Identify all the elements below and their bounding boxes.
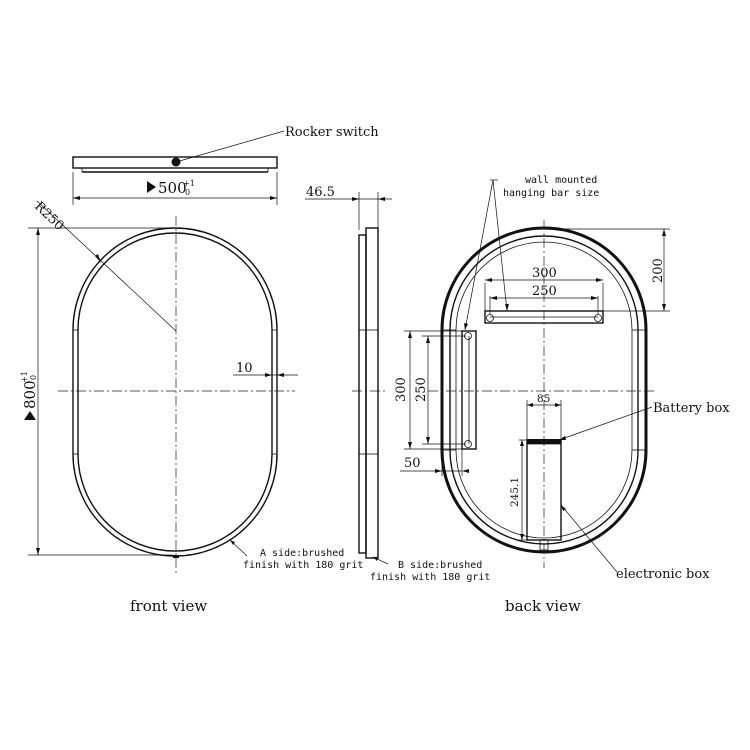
a-side-line1: A side:brushed xyxy=(260,548,344,559)
width-dimension: 500 +1 0 xyxy=(72,172,278,205)
bar-250-v: 250 xyxy=(414,377,429,402)
b-side-line2: finish with 180 grit xyxy=(370,572,490,583)
rocker-switch-leader xyxy=(175,130,285,163)
depth-value: 46.5 xyxy=(306,185,335,200)
vertical-hanging-bar xyxy=(461,330,477,450)
height-triangle-icon xyxy=(24,411,36,420)
electronic-box-label: electronic box xyxy=(616,567,710,582)
box-width: 85 xyxy=(537,393,550,405)
a-side-line2: finish with 180 grit xyxy=(243,560,363,571)
b-side-line1: B side:brushed xyxy=(398,560,482,571)
battery-box xyxy=(527,439,561,444)
rocker-switch-label: Rocker switch xyxy=(285,125,379,140)
bar-250-h: 250 xyxy=(532,284,557,299)
top-view-frame xyxy=(72,156,278,169)
front-view-label: front view xyxy=(130,597,207,615)
radius-label: R250 xyxy=(31,199,66,234)
front-outer-frame xyxy=(72,227,278,557)
side-offset: 50 xyxy=(404,456,421,471)
side-view: 46.5 B side:brushed finish with 180 grit xyxy=(305,185,490,583)
bar-300-h: 300 xyxy=(532,266,557,281)
wall-mounted-line2: hanging bar size xyxy=(503,188,599,199)
front-view: R250 10 A side:brushed finish with 180 g… xyxy=(31,199,363,575)
top-view: Rocker switch xyxy=(72,125,379,173)
wall-mounted-line1: wall mounted xyxy=(525,175,597,186)
box-height: 245.1 xyxy=(509,477,521,507)
width-tol-lower: 0 xyxy=(185,188,190,197)
height-dimension: 800 +1 0 xyxy=(20,227,173,556)
width-tol-upper: +1 xyxy=(183,179,195,188)
back-view-label: back view xyxy=(505,597,581,615)
height-tol-lower: 0 xyxy=(29,375,38,380)
height-value: 800 xyxy=(21,380,39,409)
width-triangle-icon xyxy=(147,181,156,193)
horizontal-hanging-bar xyxy=(484,310,604,324)
back-view: 300 250 300 250 200 50 xyxy=(394,175,730,582)
battery-box-label: Battery box xyxy=(653,401,730,416)
height-tol-upper: +1 xyxy=(20,371,29,383)
top-offset: 200 xyxy=(651,258,666,283)
width-value: 500 xyxy=(158,179,187,197)
gap-value: 10 xyxy=(236,361,253,376)
side-body xyxy=(358,234,367,554)
bar-300-v: 300 xyxy=(394,377,409,402)
